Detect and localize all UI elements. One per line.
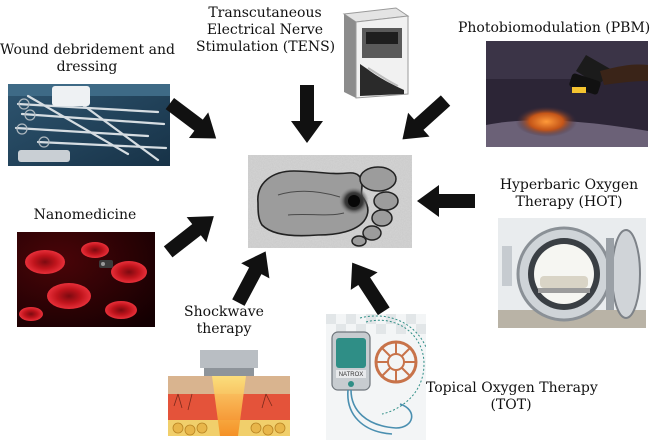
tens-device-icon	[338, 6, 412, 104]
label-tens: Transcutaneous Electrical Nerve Stimulat…	[196, 5, 336, 56]
label-shockwave: Shockwave therapy	[174, 304, 274, 338]
shockwave-applicator-icon	[168, 350, 290, 436]
label-tot-line1: Topical Oxygen Therapy	[426, 380, 598, 396]
label-tot-line2: (TOT)	[490, 397, 532, 413]
arrow-from-wound-debridement	[159, 89, 227, 153]
label-tot: Topical Oxygen Therapy (TOT)	[426, 380, 598, 414]
label-hot-line1: Hyperbaric Oxygen	[499, 177, 639, 193]
label-wound-debridement: Wound debridement and dressing	[0, 42, 175, 76]
label-tens-line3: Stimulation (TENS)	[196, 39, 336, 55]
label-tens-line1: Transcutaneous	[208, 5, 322, 21]
arrow-from-nanomedicine	[157, 202, 225, 266]
label-pbm: Photobiomodulation (PBM)	[458, 20, 650, 37]
arrow-from-shockwave	[222, 243, 281, 311]
label-hot: Hyperbaric Oxygen Therapy (HOT)	[489, 177, 649, 211]
surgical-instruments-icon	[8, 84, 170, 166]
arrow-from-pbm	[390, 87, 457, 153]
label-wound-line1: Wound debridement and	[0, 42, 175, 58]
label-shock-line2: therapy	[196, 321, 252, 337]
label-wound-line2: dressing	[56, 59, 118, 75]
red-blood-cells-icon	[17, 232, 155, 327]
label-hot-line2: Therapy (HOT)	[515, 194, 623, 210]
label-pbm-line1: Photobiomodulation (PBM)	[458, 20, 651, 36]
hyperbaric-chamber-icon	[498, 218, 646, 328]
arrow-from-tens	[289, 85, 325, 143]
tot-device-brand: NATROX	[339, 372, 364, 378]
label-tens-line2: Electrical Nerve	[206, 22, 324, 38]
label-nano-line1: Nanomedicine	[33, 207, 137, 223]
label-nanomedicine: Nanomedicine	[20, 207, 150, 224]
label-shock-line1: Shockwave	[184, 304, 264, 320]
arrow-from-tot	[337, 253, 399, 321]
arrow-from-hot	[417, 183, 475, 219]
light-therapy-icon	[486, 41, 648, 147]
topical-oxygen-device-icon: NATROX	[326, 314, 426, 440]
foot-ulcer-icon	[248, 155, 412, 248]
